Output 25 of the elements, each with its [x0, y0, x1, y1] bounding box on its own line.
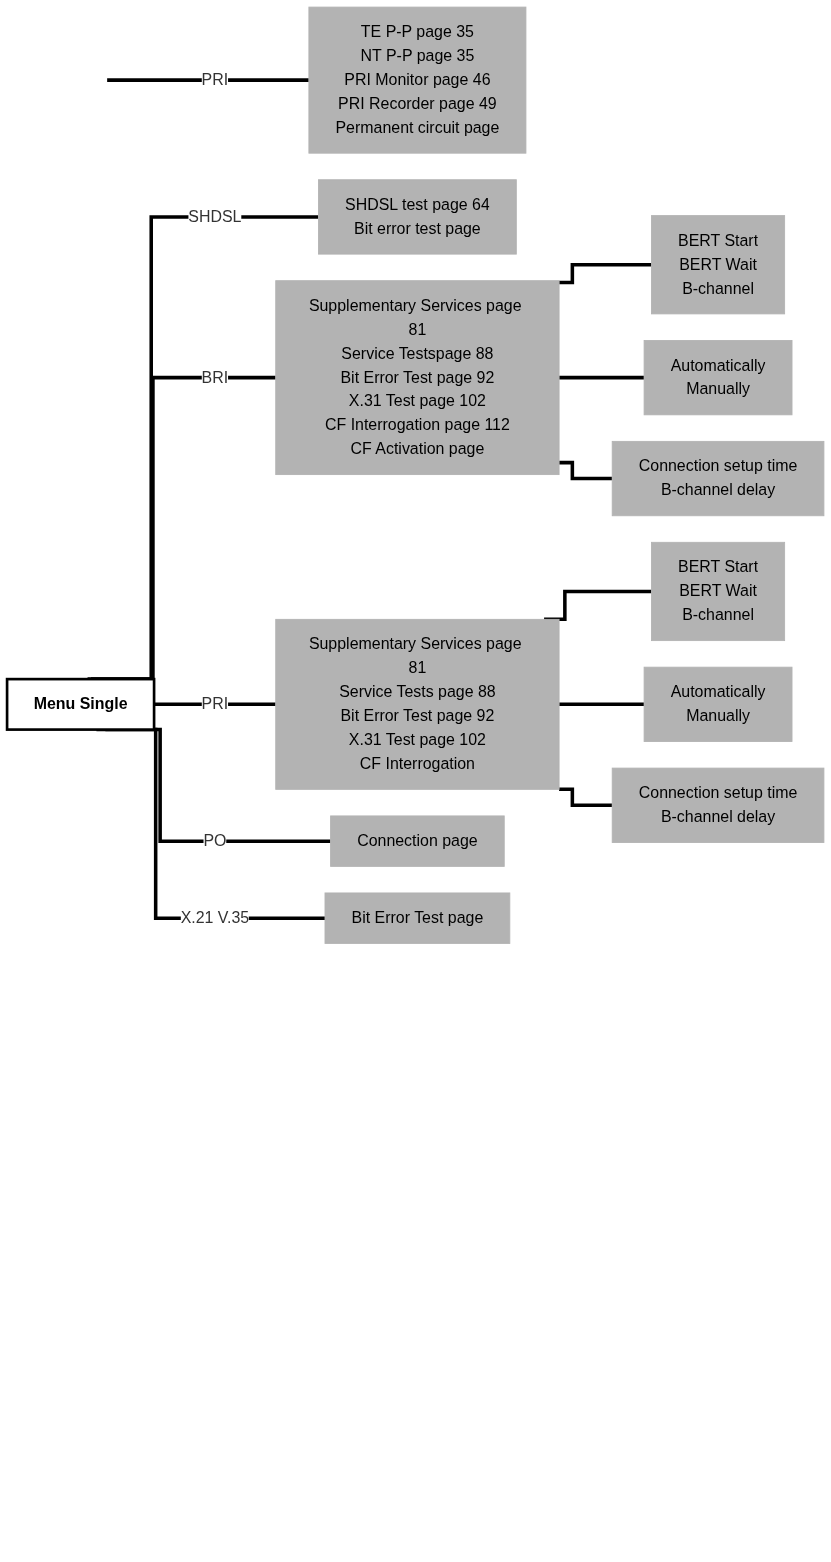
node-box: Connection setup time B-channel delay — [611, 440, 825, 517]
node-box: TE P-P page 35 NT P-P page 35 PRI Monitor page 46 PRI Recorder page 49 Permanent circuit page — [308, 6, 527, 154]
edge-label: BRI — [201, 368, 229, 387]
edge-label: PRI — [201, 695, 229, 713]
node-box: Menu Single — [5, 677, 156, 731]
node-box: Automatically Manually — [643, 666, 793, 742]
edge-label: SHDSL — [188, 207, 242, 226]
node-box: BERT Start BERT Wait B-channel — [651, 215, 786, 315]
node-box: Supplementary Services page 81 Service Testspage 88 Bit Error Test page 92 X.31 Test page 102 CF Interrogation page 112 CF Activation page — [275, 280, 560, 476]
connector — [559, 262, 652, 285]
node-box: Bit Error Test page — [324, 892, 511, 944]
node-box: Automatically Manually — [643, 340, 793, 416]
connector — [559, 460, 613, 481]
node-box: Connection page — [330, 815, 505, 867]
edge-label: PO — [203, 831, 227, 850]
connector — [544, 589, 652, 622]
connector — [559, 375, 645, 380]
edge-label: X.21 V.35 — [180, 908, 250, 927]
node-box: SHDSL test page 64 Bit error test page — [318, 179, 517, 255]
connector — [559, 787, 613, 808]
node-box: Supplementary Services page 81 Service Tests page 88 Bit Error Test page 92 X.31 Test page 102 CF Interrogation — [275, 618, 560, 790]
connector — [559, 702, 645, 707]
node-box: BERT Start BERT Wait B-channel — [651, 541, 786, 642]
node-box: Connection setup time B-channel delay — [611, 767, 825, 843]
edge-label: PRI — [201, 70, 229, 89]
